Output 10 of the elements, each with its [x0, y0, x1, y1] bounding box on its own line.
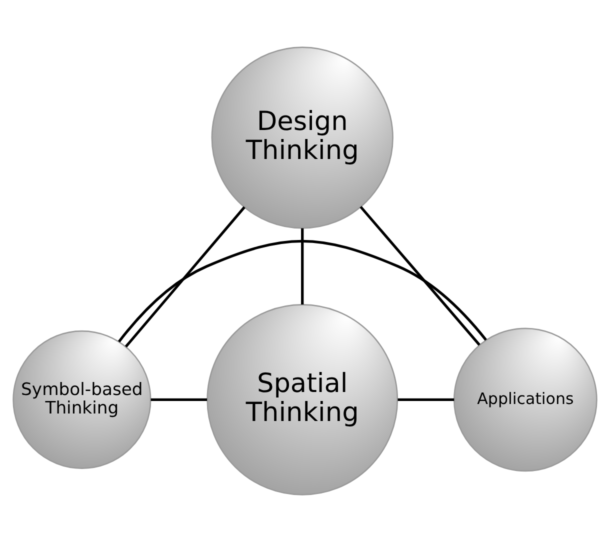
connector [150, 398, 208, 401]
connector [118, 240, 487, 342]
connector [398, 398, 454, 401]
node-circle: Symbol-based Thinking [12, 330, 152, 469]
node-circle: Spatial Thinking [206, 304, 398, 496]
connector [360, 206, 480, 346]
node-circle: Design Thinking [211, 46, 394, 229]
connector [124, 206, 246, 348]
node-circle: Applications [453, 328, 598, 472]
connector [301, 228, 304, 305]
